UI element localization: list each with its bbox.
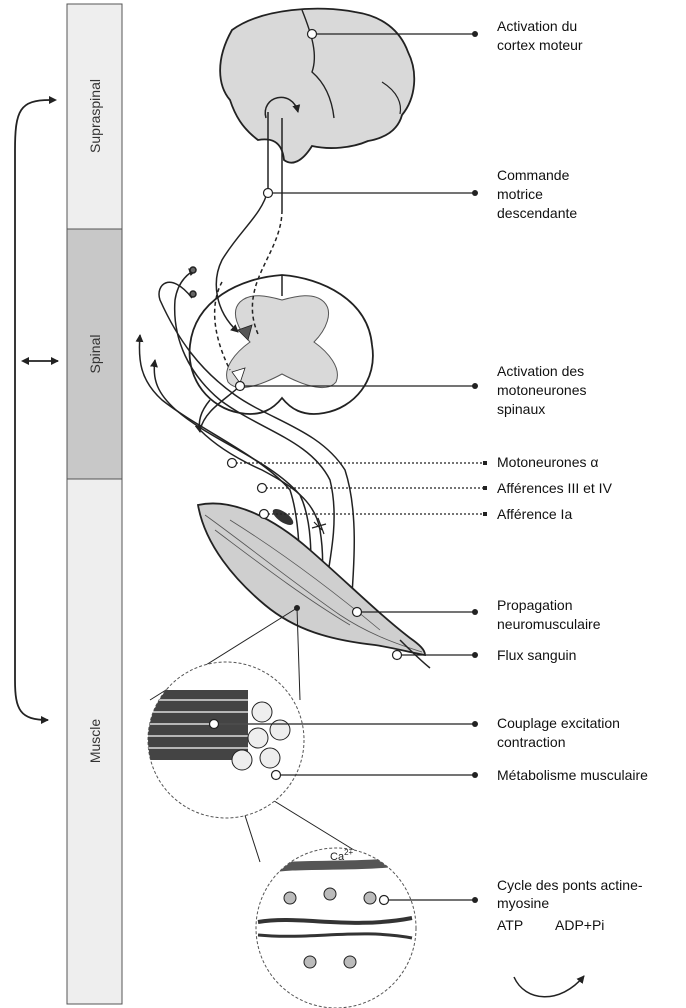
- label-crossbridge: Cycle des ponts actine- myosine: [497, 876, 643, 912]
- endpoint-crossbridge: [472, 897, 478, 903]
- sarcomere-zoom-circle: [256, 848, 416, 1008]
- myofibril-1: [252, 702, 272, 722]
- marker-cortex: [308, 30, 317, 39]
- endpoint-alpha: [483, 461, 487, 465]
- label-atp: ATP: [497, 916, 523, 935]
- atp-cycle-arrow: [514, 976, 584, 997]
- endpoint-motoneurons: [472, 383, 478, 389]
- level-arrows: [15, 100, 58, 720]
- endpoint-descending: [472, 190, 478, 196]
- label-adp: ADP+Pi: [555, 916, 604, 935]
- myosin-head-4: [304, 956, 316, 968]
- label-cortex: Activation du cortex moteur: [497, 17, 583, 55]
- nerve-branch: [312, 518, 326, 534]
- muscle-zoom-point: [295, 606, 300, 611]
- fiber-zoom: [148, 662, 304, 818]
- marker-motoneurons: [236, 382, 245, 391]
- marker-propagation: [353, 608, 362, 617]
- myofibril-2: [270, 720, 290, 740]
- marker-crossbridge: [380, 896, 389, 905]
- supraspinal-label: Supraspinal: [87, 79, 103, 153]
- marker-afferent34: [258, 484, 267, 493]
- label-propagation: Propagation neuromusculaire: [497, 596, 601, 634]
- label-alpha: Motoneurones α: [497, 453, 599, 472]
- endpoint-afferentIa: [483, 512, 487, 516]
- marker-descending: [264, 189, 273, 198]
- label-coupling: Couplage excitation contraction: [497, 714, 620, 752]
- myosin-head-5: [344, 956, 356, 968]
- myofibril-3: [248, 728, 268, 748]
- marker-coupling: [210, 720, 219, 729]
- endpoint-propagation: [472, 609, 478, 615]
- endpoint-metabolism: [472, 772, 478, 778]
- afferent-ending-b: [190, 291, 196, 297]
- label-afferentIa: Afférence Ia: [497, 505, 572, 524]
- marker-metabolism: [272, 771, 281, 780]
- muscle-label: Muscle: [87, 719, 103, 764]
- endpoint-cortex: [472, 31, 478, 37]
- myosin-head-3: [364, 892, 376, 904]
- label-metabolism: Métabolisme musculaire: [497, 766, 648, 785]
- feedback-arc: [15, 100, 50, 720]
- leader-endpoints: [472, 31, 487, 903]
- label-descending: Commande motrice descendante: [497, 166, 577, 223]
- level-bar: Supraspinal Spinal Muscle: [67, 4, 122, 1004]
- muscle-outline: [198, 503, 425, 655]
- marker-bloodflow: [393, 651, 402, 660]
- marker-alpha: [228, 459, 237, 468]
- myofibril-5: [260, 748, 280, 768]
- endpoint-afferent34: [483, 486, 487, 490]
- brain-outline: [220, 9, 414, 163]
- endpoint-bloodflow: [472, 652, 478, 658]
- brain: [220, 9, 414, 210]
- label-motoneurons: Activation des motoneurones spinaux: [497, 362, 587, 419]
- label-bloodflow: Flux sanguin: [497, 646, 576, 665]
- myosin-head-2: [324, 888, 336, 900]
- endpoint-coupling: [472, 721, 478, 727]
- marker-afferentIa: [260, 510, 269, 519]
- label-afferent34: Afférences III et IV: [497, 479, 612, 498]
- myosin-head-1: [284, 892, 296, 904]
- myofibril-4: [232, 750, 252, 770]
- sarcomere-zoom: Ca2+: [256, 848, 416, 1008]
- muscle: [198, 503, 430, 668]
- afferent-ending-a: [190, 267, 196, 273]
- spinal-label: Spinal: [87, 335, 103, 374]
